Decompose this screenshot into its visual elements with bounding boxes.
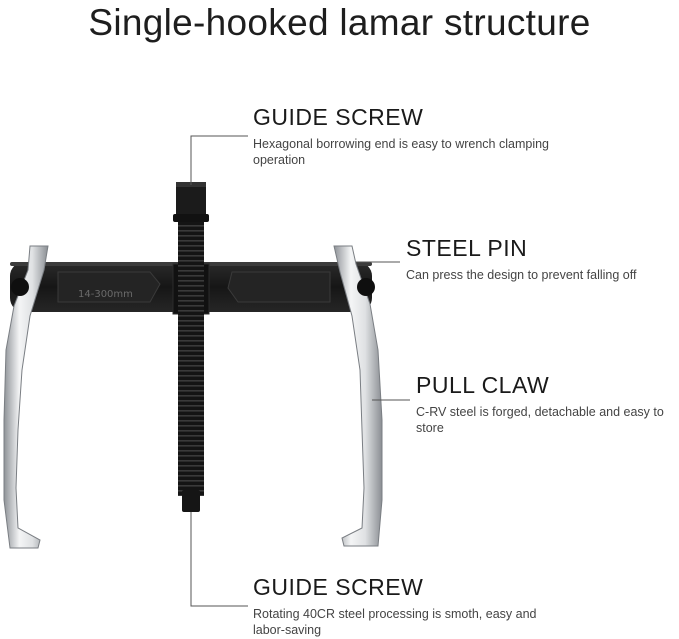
callout-heading: GUIDE SCREW xyxy=(253,574,424,600)
callout-heading: PULL CLAW xyxy=(416,372,550,398)
callout-guide-screw-top: GUIDE SCREW Hexagonal borrowing end is e… xyxy=(253,104,553,168)
guide-screw-shaft xyxy=(178,216,204,512)
diagram-title: Single-hooked lamar structure xyxy=(88,2,591,43)
callout-pull-claw: PULL CLAW C-RV steel is forged, detachab… xyxy=(416,372,678,436)
callout-description: Can press the design to prevent falling … xyxy=(406,268,637,282)
right-steel-pin xyxy=(357,278,375,296)
bar-marking: 14-300mm xyxy=(78,289,133,300)
leader-lines xyxy=(190,135,410,607)
callout-steel-pin: STEEL PIN Can press the design to preven… xyxy=(406,235,676,283)
callout-description: Hexagonal borrowing end is easy to wrenc… xyxy=(253,137,549,167)
callout-heading: STEEL PIN xyxy=(406,235,528,261)
callout-description: C-RV steel is forged, detachable and eas… xyxy=(416,405,664,435)
left-pull-claw xyxy=(3,245,49,549)
callout-heading: GUIDE SCREW xyxy=(253,104,424,130)
hex-head xyxy=(173,182,209,222)
left-steel-pin xyxy=(11,278,29,296)
callout-description: Rotating 40CR steel processing is smoth,… xyxy=(253,607,537,637)
callout-guide-screw-bottom: GUIDE SCREW Rotating 40CR steel processi… xyxy=(253,574,553,638)
